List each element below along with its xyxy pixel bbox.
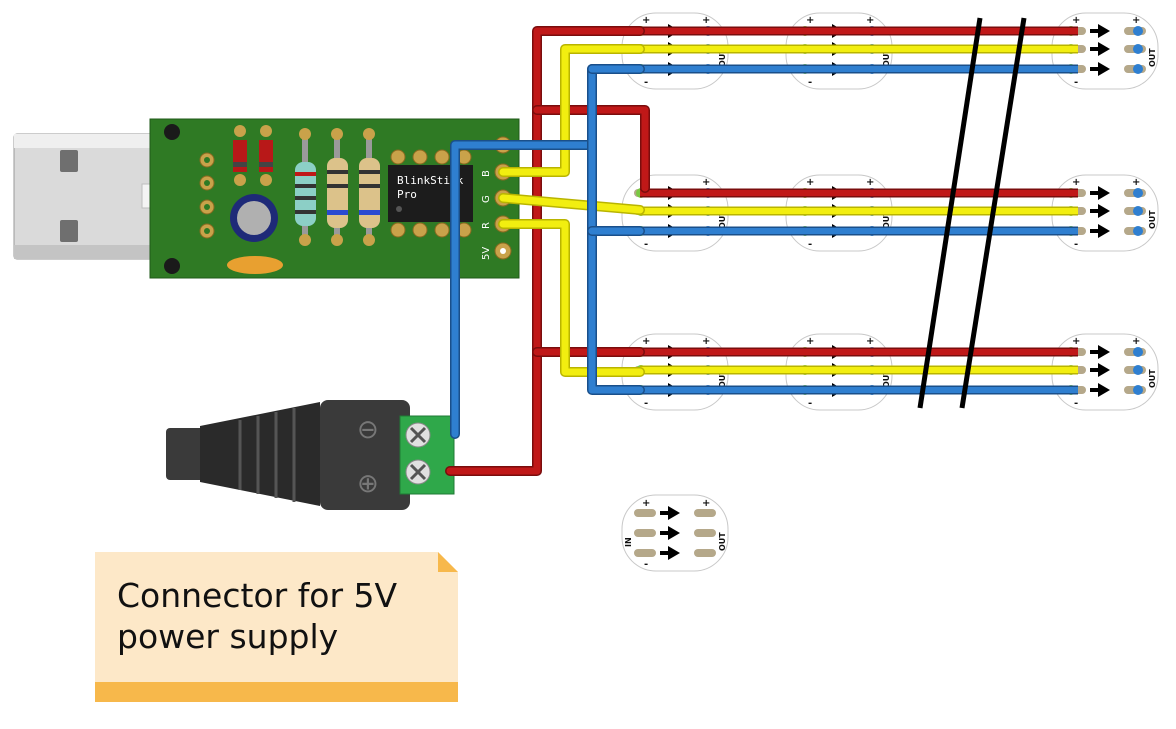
led-minus-label: -	[644, 77, 648, 88]
led-out-label: OUT	[882, 48, 891, 67]
diode-components	[233, 125, 273, 186]
led-out-label: OUT	[718, 532, 727, 551]
led-plus-label: +	[1132, 177, 1140, 188]
led-minus-label: -	[644, 559, 648, 570]
led-minus-label: -	[1074, 77, 1078, 88]
led-plus-label: +	[866, 336, 874, 347]
led-minus-label: -	[1074, 398, 1078, 409]
led-out-label: OUT	[718, 210, 727, 229]
led-plus-label: +	[866, 15, 874, 26]
pin-label-g2: G	[481, 195, 492, 203]
note-box: Connector for 5V power supply	[95, 552, 458, 702]
dc-power-jack: ⊖ ⊕	[166, 400, 455, 510]
strip-break-marks	[917, 17, 1027, 409]
led-plus-label: +	[806, 177, 814, 188]
chip-label-line1: BlinkStick	[397, 174, 464, 187]
led-plus-label: +	[642, 336, 650, 347]
led-plus-label: +	[866, 177, 874, 188]
led-minus-label: -	[644, 398, 648, 409]
led-minus-label: -	[808, 398, 812, 409]
jack-minus-symbol: ⊖	[357, 415, 379, 445]
led-minus-label: -	[808, 239, 812, 250]
led-minus-label: -	[644, 239, 648, 250]
jack-plus-symbol: ⊕	[357, 469, 379, 499]
led-plus-label: +	[1072, 177, 1080, 188]
led-out-label: OUT	[1148, 210, 1157, 229]
pin-label-r: R	[481, 222, 492, 229]
led-plus-label: +	[642, 15, 650, 26]
led-out-label: OUT	[1148, 369, 1157, 388]
resistors	[295, 128, 380, 246]
capacitor	[227, 194, 283, 274]
led-plus-label: +	[702, 15, 710, 26]
led-out-label: OUT	[718, 48, 727, 67]
chip-label-line2: Pro	[397, 188, 417, 201]
led-out-label: OUT	[882, 369, 891, 388]
led-plus-label: +	[1072, 15, 1080, 26]
note-line-1: Connector for 5V	[117, 576, 398, 615]
led-out-label: OUT	[1148, 48, 1157, 67]
led-pixel-legend: + + - IN OUT	[621, 494, 729, 572]
led-plus-label: +	[806, 15, 814, 26]
led-plus-label: +	[702, 336, 710, 347]
led-minus-label: -	[808, 77, 812, 88]
led-plus-label: +	[806, 336, 814, 347]
led-out-label: OUT	[718, 369, 727, 388]
led-plus-label: +	[702, 177, 710, 188]
led-plus-label: +	[1072, 336, 1080, 347]
led-minus-label: -	[1074, 239, 1078, 250]
pin-label-5v: 5V	[481, 247, 492, 260]
led-out-label: OUT	[882, 210, 891, 229]
led-plus-label: +	[1132, 15, 1140, 26]
led-in-label: IN	[624, 537, 633, 547]
wires	[445, 26, 650, 476]
led-plus-label: +	[1132, 336, 1140, 347]
led-plus-label: +	[642, 498, 650, 509]
note-line-2: power supply	[117, 617, 338, 656]
pin-label-b: B	[481, 170, 492, 177]
led-plus-label: +	[702, 498, 710, 509]
